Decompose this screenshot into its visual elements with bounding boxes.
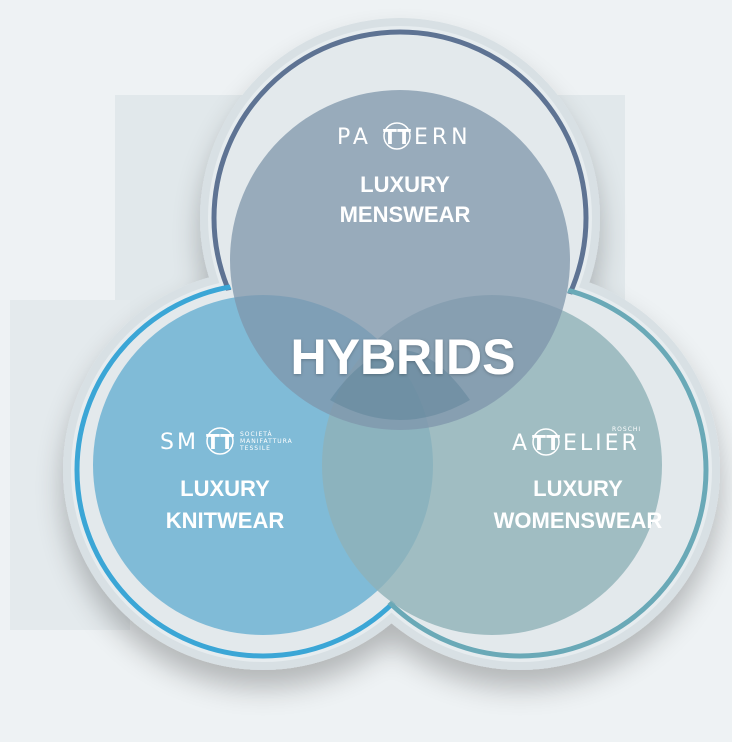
smtt-logo-mark: TT [206, 430, 234, 454]
atelier-logo: A TT ELIER ROSCHI [512, 426, 641, 456]
knitwear-line1: LUXURY [180, 476, 270, 501]
pattern-logo-mark-icon [383, 122, 411, 150]
menswear-circle-fill [230, 90, 570, 430]
knitwear-line2: KNITWEAR [166, 508, 285, 533]
pattern-logo: PA TT ERN [337, 122, 472, 150]
smtt-tagline-2: MANIFATTURA [240, 438, 293, 445]
smtt-logo-mark-icon [206, 427, 234, 455]
atelier-logo-pre: A [512, 431, 530, 456]
menswear-line1: LUXURY [360, 172, 450, 197]
atelier-logo-post: ELIER [563, 431, 640, 456]
atelier-logo-superscript: ROSCHI [612, 426, 641, 433]
menswear-line2: MENSWEAR [340, 202, 471, 227]
pattern-logo-post: ERN [414, 125, 472, 150]
pattern-logo-pre: PA [337, 125, 372, 150]
smtt-tagline-1: SOCIETÀ [240, 431, 273, 438]
womenswear-line1: LUXURY [533, 476, 623, 501]
center-label: HYBRIDS [290, 329, 515, 385]
pattern-logo-mark: TT [383, 125, 411, 149]
center-overlap [330, 350, 470, 420]
smtt-tagline-3: TESSILE [239, 445, 271, 452]
atelier-logo-mark-icon [532, 428, 560, 456]
atelier-logo-mark: TT [532, 431, 560, 455]
smtt-logo-pre: SM [160, 430, 199, 455]
smtt-logo: SM TT SOCIETÀ MANIFATTURA TESSILE [160, 427, 293, 455]
womenswear-line2: WOMENSWEAR [494, 508, 663, 533]
